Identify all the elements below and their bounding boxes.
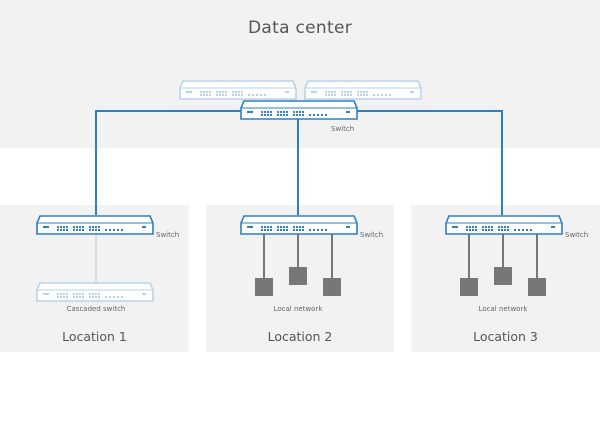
location-1-switch-label: Switch bbox=[156, 231, 179, 239]
data-center-title: Data center bbox=[248, 18, 352, 38]
location-3-switch-label: Switch bbox=[565, 231, 588, 239]
standby-switch-icon bbox=[179, 80, 297, 100]
location-2-switch-icon bbox=[240, 215, 358, 235]
location-2-panel: Location 2 bbox=[206, 205, 394, 352]
location-3-switch-icon bbox=[445, 215, 563, 235]
location-3-network-label: Local network bbox=[479, 305, 529, 313]
location-3-title: Location 3 bbox=[473, 329, 538, 344]
location-2-links bbox=[263, 234, 333, 280]
cascaded-switch-icon bbox=[36, 282, 154, 302]
location-3-links bbox=[468, 234, 538, 280]
standby-switch-icon bbox=[304, 80, 422, 100]
location-1-switch-icon bbox=[36, 215, 154, 235]
local-device-icons bbox=[460, 267, 546, 296]
cascaded-switch-label: Cascaded switch bbox=[67, 305, 126, 313]
location-2-switch-label: Switch bbox=[360, 231, 383, 239]
core-switch-icon bbox=[240, 100, 358, 120]
data-center-panel: Data center bbox=[0, 0, 600, 148]
core-switch-label: Switch bbox=[331, 125, 354, 133]
location-2-network-label: Local network bbox=[274, 305, 324, 313]
local-device-icons bbox=[255, 267, 341, 296]
location-1-title: Location 1 bbox=[62, 329, 127, 344]
location-2-title: Location 2 bbox=[267, 329, 333, 344]
uplink-lines bbox=[95, 110, 503, 215]
